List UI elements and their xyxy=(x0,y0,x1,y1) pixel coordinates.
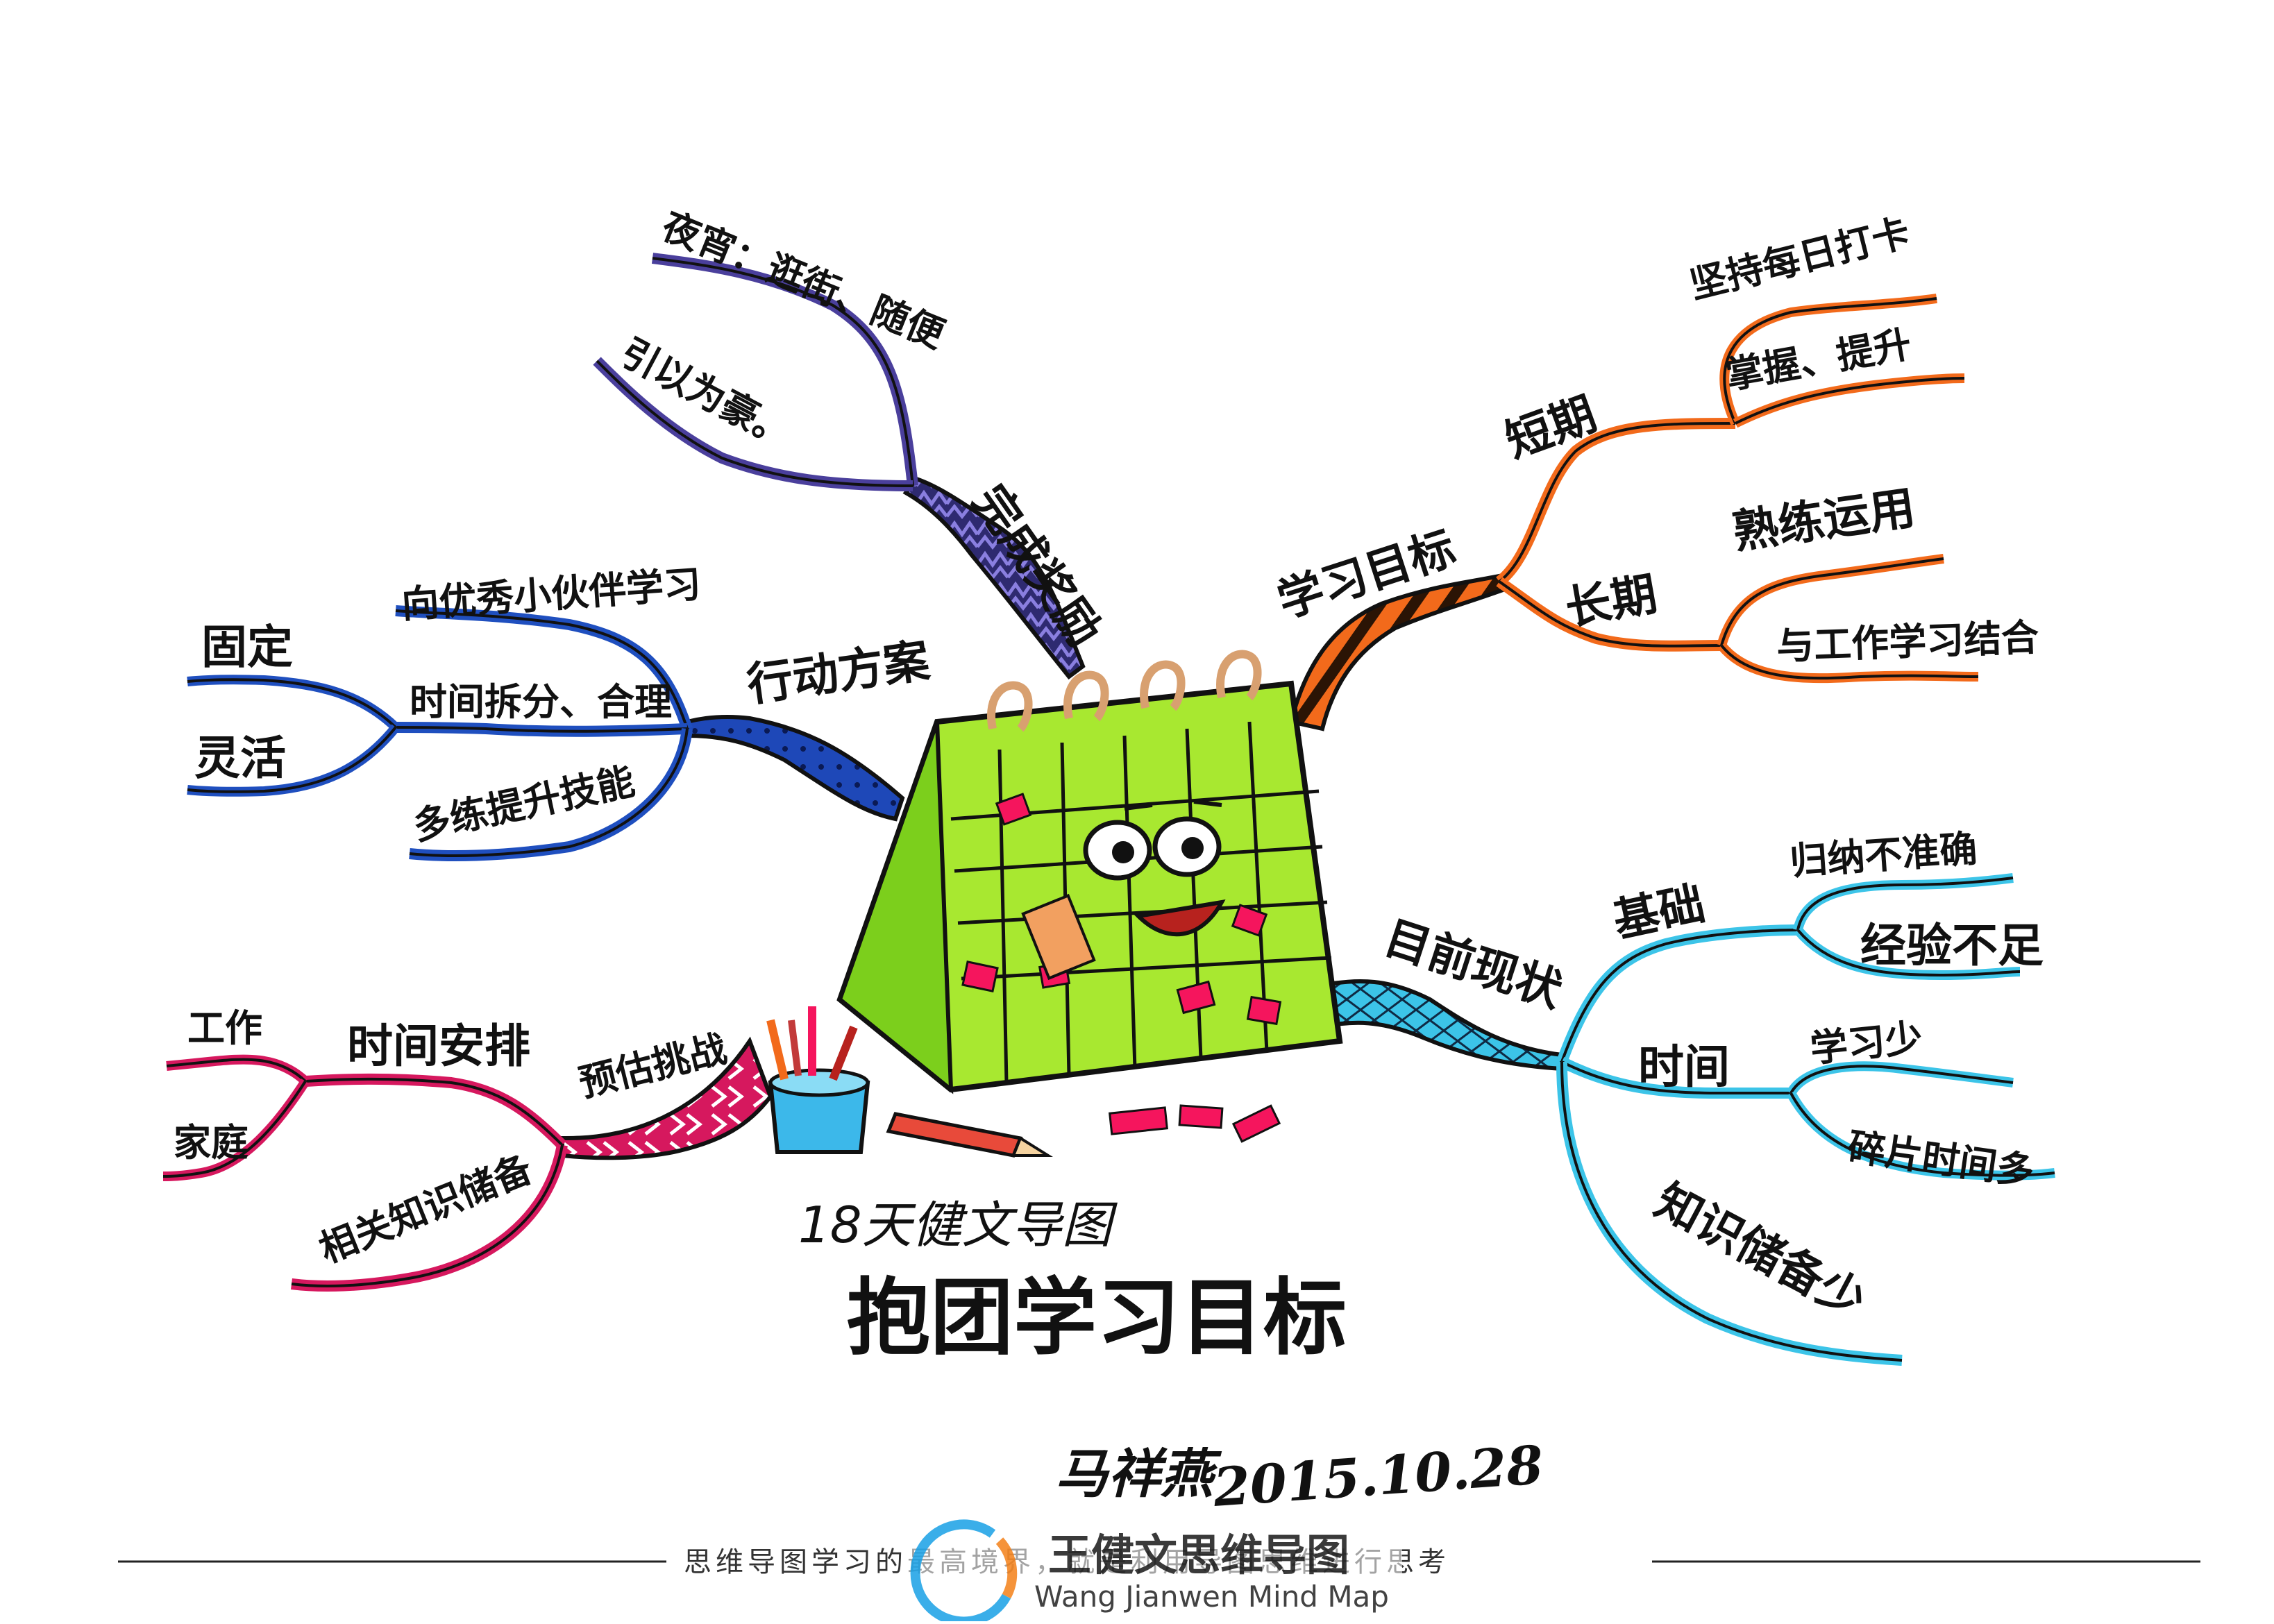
label-goals-fluent: 熟练运用 xyxy=(1730,481,1919,559)
branch-challenge: 预估挑战 时间安排 相关知识储备 工作 家庭 xyxy=(162,1006,773,1292)
signature-date: 2015.10.28 xyxy=(1211,1434,1545,1519)
label-status-time: 时间 xyxy=(1638,1040,1730,1094)
branch-status: 目前现状 基础 时间 知识储备少 归纳不准确 经验不足 学习少 碎片时间多 xyxy=(1317,827,2055,1366)
pencil-cup-illustration xyxy=(766,1006,870,1154)
brand-name-en: Wang Jianwen Mind Map xyxy=(1034,1580,1389,1614)
label-challenge-knowledge: 相关知识储备 xyxy=(313,1147,539,1271)
label-goals-short: 短期 xyxy=(1499,387,1603,469)
brand-logo: 王健文思维导图 Wang Jianwen Mind Map xyxy=(902,1519,1402,1624)
signature-name: 马祥燕 xyxy=(1055,1443,1222,1505)
label-action-split: 时间拆分、合理 xyxy=(410,680,672,724)
label-reward-night-snack: 夜宵：逛街、随便 xyxy=(655,203,951,357)
label-status-inaccurate: 归纳不准确 xyxy=(1789,827,1979,883)
brand-logo-icon xyxy=(910,1519,1011,1624)
branch-action-trunk xyxy=(685,714,905,822)
label-goals-combine: 与工作学习结合 xyxy=(1776,616,2039,668)
label-action: 行动方案 xyxy=(744,634,934,712)
label-challenge-family: 家庭 xyxy=(174,1121,249,1165)
pencil-illustration xyxy=(886,1112,1053,1158)
calendar-rings xyxy=(987,650,1262,732)
branch-goals: 学习目标 短期 长期 坚持每日打卡 掌握、提升 熟练运用 与工作学习结合 xyxy=(1271,210,2039,731)
sticky-notes xyxy=(961,793,1282,1143)
label-action-flexible: 灵活 xyxy=(194,731,286,785)
label-challenge-schedule: 时间安排 xyxy=(347,1020,530,1073)
label-action-fixed: 固定 xyxy=(201,620,293,674)
subtitle: 18天健文导图 xyxy=(798,1196,1118,1254)
branch-action: 行动方案 向优秀小伙伴学习 时间拆分、合理 多练提升技能 固定 灵活 xyxy=(187,562,934,861)
label-reward-proud: 引以为豪。 xyxy=(614,330,800,457)
calendar-illustration xyxy=(836,650,1343,1143)
memo-note xyxy=(1021,893,1096,981)
calendar-face xyxy=(1083,800,1226,937)
label-goals-checkin: 坚持每日打卡 xyxy=(1685,210,1914,307)
label-status-fragment: 碎片时间多 xyxy=(1845,1124,2037,1194)
calendar-side xyxy=(837,721,954,1094)
label-goals-long: 长期 xyxy=(1561,567,1660,636)
brand-name-cn: 王健文思维导图 xyxy=(1048,1530,1349,1580)
label-status-little-study: 学习少 xyxy=(1808,1015,1925,1071)
label-status-inexperience: 经验不足 xyxy=(1860,919,2044,972)
label-challenge-work: 工作 xyxy=(187,1006,262,1050)
main-title: 抱团学习目标 xyxy=(847,1270,1347,1367)
